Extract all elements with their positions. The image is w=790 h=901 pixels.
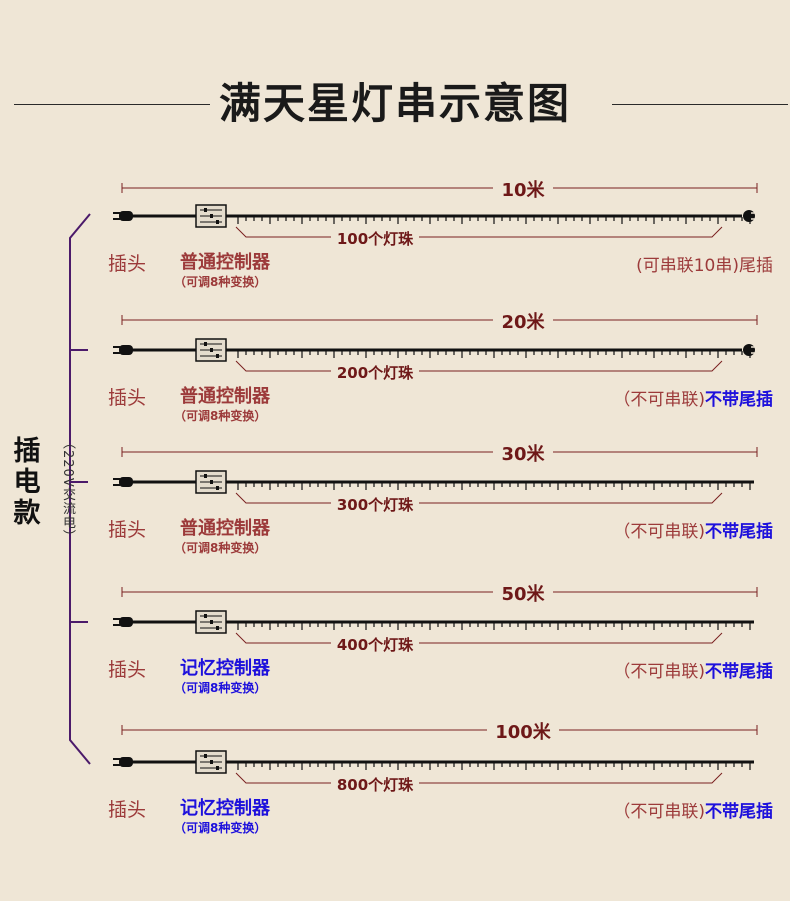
beads-value: 400个灯珠 [330,636,420,654]
controller-knob-icon [210,214,213,218]
controller-knob-icon [210,620,213,624]
controller-label: 普通控制器 [180,252,270,273]
bead-bracket [235,226,723,238]
controller-knob-icon [204,614,207,618]
bead-bracket [235,632,723,644]
plug-icon [119,211,133,221]
bead-bracket [235,492,723,504]
length-label: 20米 [0,308,790,334]
beads-value: 100个灯珠 [330,230,420,248]
controller-label: 记忆控制器 [180,658,270,679]
length-value: 10米 [493,180,553,201]
length-label: 50米 [0,580,790,606]
title-rule-right [612,104,788,105]
bead-bracket [235,360,723,372]
controller-knob-icon [216,626,219,630]
page-title: 满天星灯串示意图 [218,79,571,128]
controller-knob-icon [204,342,207,346]
beads-value: 300个灯珠 [330,496,420,514]
length-value: 50米 [493,584,553,605]
tail-label: （不可串联)不带尾插 [560,517,773,542]
tail-label-no-socket: 不带尾插 [705,802,773,822]
controller-note: （可调8种变换） [174,275,267,289]
length-label: 100米 [0,718,790,744]
controller-knob-icon [204,754,207,758]
beads-label: 100个灯珠 [0,228,776,249]
controller-label: 普通控制器 [180,518,270,539]
beads-label: 400个灯珠 [0,634,776,655]
controller-note: （可调8种变换） [174,681,267,695]
controller-note: （可调8种变换） [174,541,267,555]
tail-label-no-socket: 不带尾插 [705,662,773,682]
side-title: 插电款 [13,436,41,529]
tail-label: （不可串联)不带尾插 [560,797,773,822]
controller-note: （可调8种变换） [174,821,267,835]
tail-label-main: （不可串联) [613,390,705,410]
plug-icon [119,757,133,767]
controller-knob-icon [216,766,219,770]
plug-label: 插头 [108,387,147,409]
tail-label: (可串联10串)尾插 [560,251,773,276]
tail-label-main: （不可串联) [613,662,705,682]
controller-note: （可调8种变换） [174,409,267,423]
tail-label-main: (可串联10串)尾插 [636,256,773,276]
tail-label-no-socket: 不带尾插 [705,522,773,542]
beads-label: 200个灯珠 [0,362,776,383]
controller-knob-icon [216,220,219,224]
controller-knob-icon [216,486,219,490]
beads-label: 800个灯珠 [0,774,776,795]
controller-knob-icon [210,480,213,484]
plug-icon [119,345,133,355]
length-value: 20米 [493,312,553,333]
controller-label: 记忆控制器 [180,798,270,819]
tail-label: （不可串联)不带尾插 [560,657,773,682]
tail-label: （不可串联)不带尾插 [560,385,773,410]
tail-socket-icon [743,210,755,222]
side-bracket [69,213,91,765]
bead-bracket [235,772,723,784]
beads-label: 300个灯珠 [0,494,776,515]
plug-label: 插头 [108,659,147,681]
controller-knob-icon [204,208,207,212]
controller-label: 普通控制器 [180,386,270,407]
controller-knob-icon [216,354,219,358]
plug-label: 插头 [108,253,147,275]
plug-icon [119,477,133,487]
length-label: 30米 [0,440,790,466]
plug-icon [119,617,133,627]
tail-socket-icon [743,344,755,356]
controller-knob-icon [210,348,213,352]
beads-value: 200个灯珠 [330,364,420,382]
controller-knob-icon [204,474,207,478]
plug-label: 插头 [108,799,147,821]
title-rule-left [14,104,210,105]
plug-label: 插头 [108,519,147,541]
tail-label-main: （不可串联) [613,802,705,822]
beads-value: 800个灯珠 [330,776,420,794]
tail-label-no-socket: 不带尾插 [705,390,773,410]
tail-label-main: （不可串联) [613,522,705,542]
length-value: 100米 [487,722,559,743]
side-subtitle: （220V交流电） [60,436,75,544]
controller-knob-icon [210,760,213,764]
length-label: 10米 [0,176,790,202]
length-value: 30米 [493,444,553,465]
